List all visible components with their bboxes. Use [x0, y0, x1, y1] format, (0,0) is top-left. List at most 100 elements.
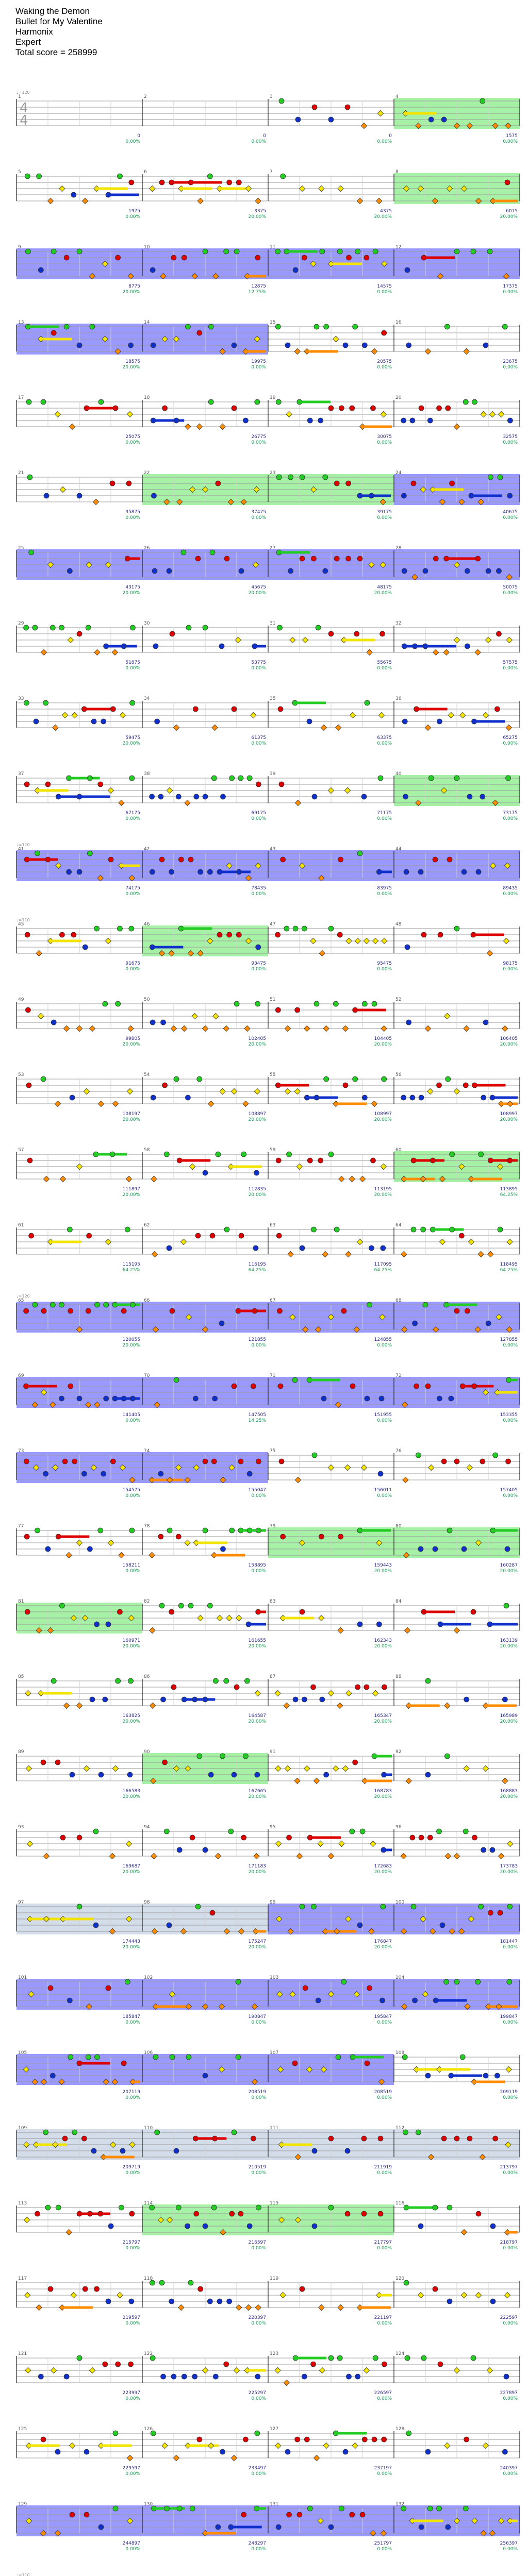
- note-gem: [328, 116, 334, 123]
- measure-score: 209719: [123, 2165, 141, 2170]
- note-gem: [153, 643, 159, 649]
- measure-score: 175247: [249, 1939, 266, 1944]
- measure-percent: 20.00%: [123, 741, 141, 746]
- note-gem: [202, 2223, 208, 2229]
- measure-score: 161655: [249, 1638, 266, 1643]
- note-gem: [482, 2442, 489, 2449]
- note-gem: [420, 486, 426, 493]
- note-gem: [24, 781, 30, 787]
- measure-percent: 0.00%: [377, 290, 392, 295]
- note-gem: [219, 643, 225, 649]
- measure-percent: 0.00%: [503, 2020, 518, 2025]
- measure-number: 63: [270, 1223, 275, 1228]
- measure-percent: 20.00%: [374, 214, 392, 220]
- note-gem: [430, 1157, 436, 1164]
- measure-number: 130: [144, 2502, 153, 2507]
- measure-percent: 0.00%: [503, 515, 518, 520]
- note-gem: [292, 1696, 299, 1703]
- note-gem: [102, 1696, 108, 1703]
- note-gem: [246, 1471, 253, 1477]
- note-gem: [418, 869, 424, 875]
- measure-score: 155047: [249, 1488, 266, 1493]
- note-gem: [506, 1979, 513, 1985]
- note-gem: [59, 932, 65, 938]
- measure-score: 37475: [251, 510, 266, 515]
- note-gem: [63, 324, 70, 330]
- note-gem: [196, 423, 203, 430]
- note-gem: [220, 1753, 226, 1759]
- measure-percent: 20.00%: [500, 1794, 518, 1799]
- note-gem: [208, 1772, 214, 1778]
- measure-number: 43: [270, 847, 275, 852]
- note-gem: [487, 1251, 494, 1258]
- measure-number: 131: [270, 2502, 278, 2507]
- note-gem: [449, 1151, 455, 1157]
- note-gem: [345, 937, 352, 945]
- note-gem: [437, 1395, 442, 1402]
- measure-score: 57575: [503, 660, 518, 665]
- measure-number: 132: [395, 2502, 404, 2507]
- note-gem: [162, 405, 168, 411]
- note-gem: [112, 2430, 119, 2436]
- note-gem: [209, 549, 216, 555]
- note-gem: [376, 197, 383, 205]
- note-gem: [35, 1527, 40, 1534]
- note-gem: [169, 2054, 175, 2060]
- note-gem: [193, 794, 200, 800]
- note-gem: [196, 1076, 203, 1082]
- note-gem: [313, 2454, 320, 2462]
- note-gem: [162, 1082, 168, 1088]
- note-gem: [76, 2355, 82, 2361]
- note-gem: [176, 498, 183, 506]
- measure-number: 84: [395, 1599, 402, 1604]
- measure-number: 98: [144, 1900, 150, 1905]
- note-gem: [406, 1019, 412, 1025]
- note-gem: [302, 1985, 308, 1991]
- note-gem: [129, 700, 136, 706]
- note-gem: [118, 1552, 125, 1559]
- note-gem: [400, 1853, 407, 1860]
- note-gem: [43, 1853, 50, 1860]
- note-gem: [119, 2204, 124, 2211]
- note-gem: [24, 932, 30, 938]
- note-gem: [84, 2512, 90, 2518]
- note-gem: [278, 781, 285, 787]
- measure-score: 225297: [249, 2390, 266, 2396]
- note-gem: [418, 405, 424, 411]
- note-gem: [483, 342, 489, 348]
- measure-percent: 20.00%: [249, 1870, 267, 1875]
- note-gem: [43, 1915, 50, 1923]
- note-gem: [359, 1175, 366, 1183]
- note-gem: [86, 561, 92, 568]
- measure-score: 3375: [254, 209, 266, 214]
- note-gem: [171, 1684, 177, 1690]
- note-gem: [62, 2135, 68, 2142]
- note-gem: [23, 2066, 29, 2073]
- measure-number: 30: [144, 621, 150, 626]
- measure-number: 41: [18, 847, 24, 852]
- measure-score: 215797: [123, 2240, 140, 2245]
- note-gem: [344, 1464, 351, 1471]
- note-gem: [506, 1238, 513, 1245]
- note-gem: [502, 324, 508, 330]
- note-gem: [475, 555, 481, 562]
- note-gem: [364, 700, 370, 706]
- note-gem: [322, 474, 328, 480]
- note-gem: [425, 2073, 431, 2079]
- measure-percent: 64.25%: [500, 1268, 518, 1273]
- note-gem: [117, 173, 123, 179]
- note-gem: [454, 925, 460, 932]
- note-gem: [328, 405, 334, 411]
- measure-percent: 0.00%: [125, 891, 140, 897]
- note-gem: [150, 1019, 156, 1025]
- note-gem: [69, 2512, 75, 2518]
- note-gem: [404, 2355, 410, 2361]
- note-gem: [284, 1765, 291, 1772]
- note-gem: [83, 1765, 90, 1772]
- note-gem: [89, 1696, 95, 1703]
- note-gem: [275, 2442, 282, 2449]
- note-gem: [277, 1308, 283, 1314]
- note-gem: [403, 794, 408, 800]
- note-gem: [428, 116, 434, 123]
- note-gem: [245, 185, 252, 192]
